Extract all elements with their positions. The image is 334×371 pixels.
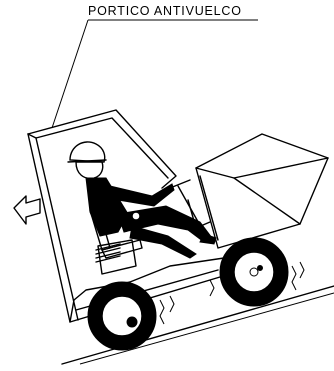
direction-arrow-icon (14, 196, 40, 224)
front-wheel (220, 238, 288, 306)
driver-figure (68, 142, 216, 258)
label-leader-line (52, 20, 258, 128)
dumper-skip (196, 134, 328, 248)
rear-wheel (88, 282, 156, 350)
